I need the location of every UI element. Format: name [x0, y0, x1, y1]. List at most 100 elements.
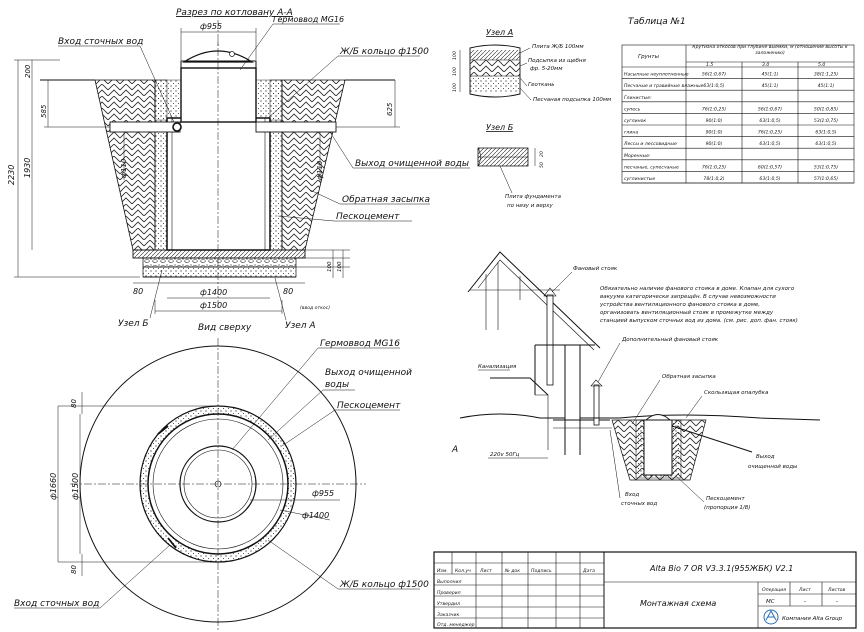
- dim-1930: 1930: [23, 158, 32, 178]
- node-a-dim-3: 100: [452, 83, 458, 92]
- house-section: Фановый стояк Канализация Дополнительный…: [451, 251, 821, 511]
- section-view: Разрез по котловану А-А: [7, 8, 470, 333]
- gland-label: Гермоввод MG16: [273, 15, 344, 24]
- stamp-role-3: Утвердил: [437, 601, 460, 607]
- table-cell: 90(1:0): [706, 118, 723, 124]
- topfill-right: [255, 79, 283, 121]
- house-mark-a: А: [451, 445, 458, 455]
- table-title: Таблица №1: [628, 17, 686, 27]
- table-cell: 63(1:0,5): [759, 118, 780, 124]
- table-cell: 63(1:0,5): [703, 83, 724, 89]
- table-cell: 90(1:0): [706, 130, 723, 136]
- stamp-company: Компания Alta Group: [782, 616, 843, 622]
- note-small: (ввод откос): [300, 305, 330, 311]
- table-cell: 57(1:0,65): [814, 176, 838, 182]
- node-b-dim-1: 20: [539, 151, 545, 157]
- plan-sandcement-label: Пескоцемент: [337, 401, 401, 411]
- plan-dim-80-bottom: 80: [70, 565, 78, 574]
- plan-dim-1660: ф1660: [49, 473, 58, 500]
- stamp-role-5: Отд. менеджер: [437, 622, 475, 628]
- table-row-name: суглинистые: [624, 177, 655, 182]
- table-cell: 56(1:0,67): [702, 72, 726, 78]
- table-cell: 76(1:0,25): [702, 164, 726, 170]
- ground-line: [459, 413, 821, 421]
- base-sand: [142, 266, 297, 278]
- stamp-stage-val: МС: [766, 599, 775, 605]
- node-a-l5: Песчаная подсыпка 100мм: [533, 97, 611, 103]
- house-fan-label: Фановый стояк: [573, 266, 618, 272]
- house-note-2: вакуума категорически запрещён. В случае…: [600, 294, 776, 300]
- node-a-label: Узел А: [285, 321, 316, 331]
- table-cell: 90(1:0): [706, 141, 723, 147]
- node-a-dim-1: 100: [452, 51, 458, 60]
- stamp-col-izm: Изм.: [437, 568, 448, 574]
- table-depth-1: 1.5: [706, 62, 713, 68]
- stamp-sheets-val: -: [836, 599, 838, 605]
- table-cell: 45(1:1): [762, 72, 779, 78]
- table-cell: 56(1:0,67): [758, 106, 782, 112]
- table-cell: 45(1:1): [762, 83, 779, 89]
- table-cell: 60(1:0,57): [758, 164, 782, 170]
- table-cell: 38(1:1,25): [814, 72, 838, 78]
- table-cell: 78(1:0,2): [703, 176, 724, 182]
- ring-label: Ж/Б кольцо ф1500: [339, 47, 429, 57]
- stamp-col-data: Дата: [582, 568, 595, 574]
- dim-100-a: 100: [327, 261, 333, 272]
- topfill-left: [154, 79, 182, 121]
- node-a-l4: Геоткань: [528, 82, 555, 88]
- table-cell: 50(1:0,85): [814, 106, 838, 112]
- table-row-name: песчаные, супесчаные: [624, 165, 679, 170]
- station-neck: [180, 67, 257, 123]
- node-a-l3: фр. 5-20мм: [530, 66, 562, 72]
- stamp-sheet-val: -: [804, 599, 806, 605]
- table-depth-3: 5.0: [818, 62, 825, 68]
- node-b-title: Узел Б: [486, 123, 514, 132]
- dim-200: 200: [24, 64, 32, 78]
- table-row-name: супесь: [624, 107, 641, 112]
- plan-dim-1500: ф1500: [71, 473, 80, 500]
- table-row-name: глина: [624, 131, 638, 136]
- house-note-1: Обязательно наличие фанового стояка в до…: [600, 286, 795, 292]
- plan-outlet-label-1: Выход очищенной: [325, 368, 412, 378]
- house-sandcement-2: (пропорция 1/8): [704, 505, 750, 511]
- house-note-3: устройства вентиляционного фанового стоя…: [599, 302, 760, 308]
- node-b-label: Узел Б: [118, 319, 149, 329]
- title-block: Изм. Кол.уч Лист № док Подпись Дата Выпо…: [433, 551, 857, 629]
- house-outlet-1: Выход: [756, 454, 775, 460]
- node-a-dim-2: 100: [452, 67, 458, 76]
- table-cell: 63(1:0,5): [815, 141, 836, 147]
- house-sandcement-1: Пескоцемент: [706, 496, 745, 502]
- dim-100-b: 100: [337, 261, 343, 272]
- node-b-dim-2: 50: [539, 162, 545, 168]
- table-cell: 63(1:0,5): [759, 176, 780, 182]
- sewer-pipe: [490, 377, 549, 396]
- node-b-l2: по низу и верху: [507, 203, 554, 209]
- dim-625: 625: [386, 102, 394, 116]
- table-row-name: Лессы и лессовидные: [623, 141, 677, 147]
- node-a-l1: Плита Ж/Б 100мм: [532, 44, 584, 50]
- stamp-doc-name: Монтажная схема: [640, 599, 716, 608]
- house-sewer: Канализация: [478, 364, 517, 370]
- backfill-label: Обратная засыпка: [342, 195, 430, 205]
- node-b-l1: Плита фундамента: [505, 194, 562, 200]
- extra-fan-stack: [593, 384, 600, 426]
- dim-585: 585: [40, 104, 48, 118]
- base-gravel: [142, 257, 297, 268]
- table-cell: 45(1:1): [818, 83, 835, 89]
- base-slab: [132, 249, 306, 259]
- house-outlet-2: очищенной воды: [748, 464, 798, 470]
- outlet-pipe: [255, 121, 337, 133]
- sandcement-label: Пескоцемент: [336, 212, 400, 222]
- table-cell: 53(1:0,75): [814, 118, 838, 124]
- plan-view: ф1660 ф1500 80 80 ф955 ф1400 Гермоввод M…: [14, 338, 429, 630]
- table-row-name: Насыпные неуплотненные: [624, 72, 689, 78]
- stamp-sheet-hdr: Лист: [798, 587, 811, 593]
- house-note-5: станцией выпуском сточных вод из дома. (…: [600, 318, 798, 324]
- table-row-name: Песчаные и гравийные влажные: [624, 83, 704, 89]
- plan-inlet-label: Вход сточных вод: [14, 599, 99, 609]
- node-b: Узел Б 20 50 Плита фундамента по низу и …: [477, 123, 562, 209]
- fan-stack: [546, 294, 554, 386]
- table-depth-2: 3.0: [762, 62, 769, 68]
- stamp-stage-hdr: Операция: [762, 587, 786, 593]
